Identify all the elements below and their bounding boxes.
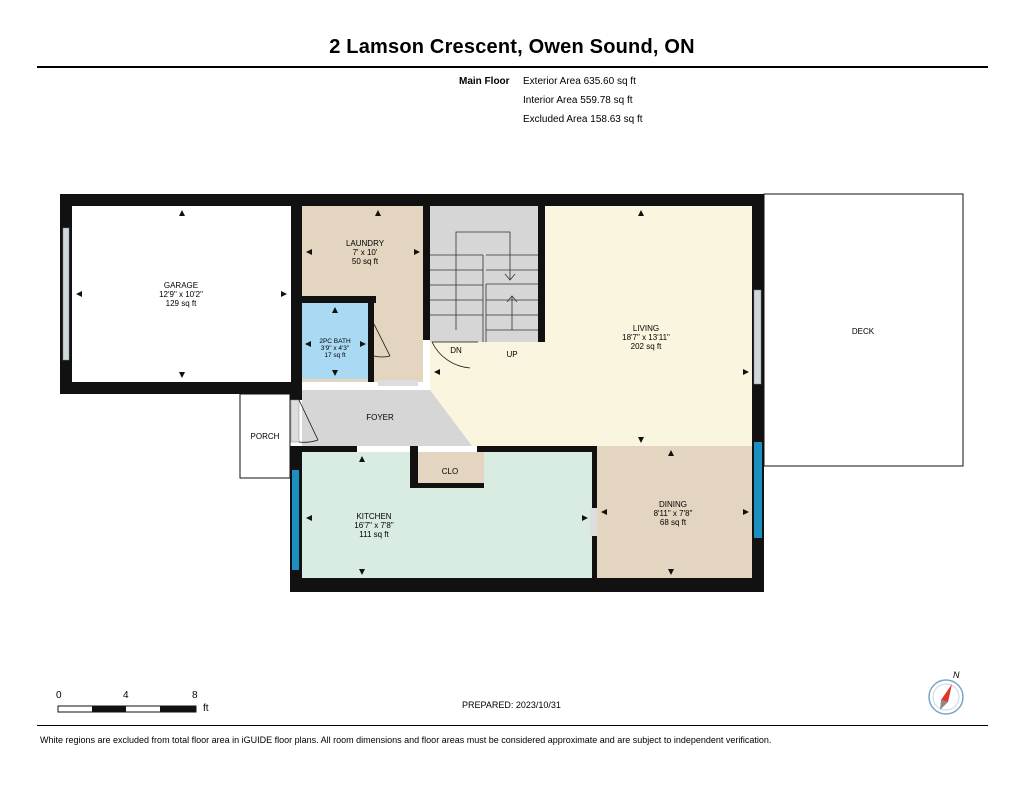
living-fill [430, 206, 752, 446]
footer-rule [37, 725, 988, 726]
foyer-entry-door [290, 399, 300, 443]
kitchen-area: 111 sq ft [359, 530, 389, 539]
garage-window [62, 227, 70, 361]
kitchen-window [292, 470, 299, 570]
laundry-name: LAUNDRY [346, 239, 385, 248]
header-rule [37, 66, 988, 68]
stairs-down-label: DN [450, 346, 462, 355]
bath-name: 2PC BATH [319, 338, 351, 345]
dining-area: 68 sq ft [660, 518, 687, 527]
dining-name: DINING [659, 500, 687, 509]
door-swings [298, 323, 478, 443]
living-name: LIVING [633, 324, 659, 333]
scale-tick-8: 8 [192, 690, 198, 701]
dining-fill [597, 446, 752, 578]
bath-area: 17 sq ft [324, 352, 346, 359]
compass-icon [928, 679, 964, 715]
exterior-area: Exterior Area 635.60 sq ft [523, 76, 636, 87]
stairs-fill [430, 206, 538, 342]
kitchen-dining-opening [590, 508, 597, 536]
closet-fill [418, 452, 484, 488]
dimension-markers [76, 210, 749, 575]
prepared-date: PREPARED: 2023/10/31 [462, 700, 561, 710]
garage-dims: 12'9" x 10'2" [159, 290, 203, 299]
closet-name: CLO [442, 467, 458, 476]
bath-fill [302, 303, 368, 379]
scale-unit: ft [203, 703, 209, 714]
living-dims: 18'7" x 13'11" [622, 333, 670, 342]
dining-window [754, 442, 762, 538]
living-area: 202 sq ft [631, 342, 662, 351]
stairs-up-label: UP [506, 350, 517, 359]
deck-name: DECK [852, 327, 875, 336]
laundry-area: 50 sq ft [352, 257, 379, 266]
scale-bar [57, 705, 197, 713]
staircase [430, 231, 538, 342]
interior-area: Interior Area 559.78 sq ft [523, 95, 633, 106]
laundry-dims: 7' x 10' [353, 248, 378, 257]
scale-tick-0: 0 [56, 690, 62, 701]
floor-label: Main Floor [459, 76, 510, 87]
garage-area: 129 sq ft [166, 299, 197, 308]
excluded-area: Excluded Area 158.63 sq ft [523, 114, 643, 125]
garage-fill [72, 206, 291, 382]
kitchen-fill [302, 452, 592, 578]
living-window [753, 289, 762, 385]
laundry-foyer-opening [378, 380, 418, 386]
page-title: 2 Lamson Crescent, Owen Sound, ON [329, 36, 695, 58]
area-values: Exterior Area 635.60 sq ft Interior Area… [523, 72, 643, 129]
porch-name: PORCH [251, 432, 280, 441]
foyer-fill [302, 390, 472, 446]
dining-dims: 8'11" x 7'8" [654, 509, 693, 518]
compass-north-label: N [953, 670, 960, 680]
bath-dims: 3'9" x 4'3" [321, 345, 350, 352]
kitchen-dims: 16'7" x 7'8" [354, 521, 394, 530]
scale-tick-4: 4 [123, 690, 129, 701]
kitchen-name: KITCHEN [356, 512, 391, 521]
footer-disclaimer: White regions are excluded from total fl… [40, 735, 772, 745]
foyer-name: FOYER [366, 413, 394, 422]
garage-name: GARAGE [164, 281, 198, 290]
